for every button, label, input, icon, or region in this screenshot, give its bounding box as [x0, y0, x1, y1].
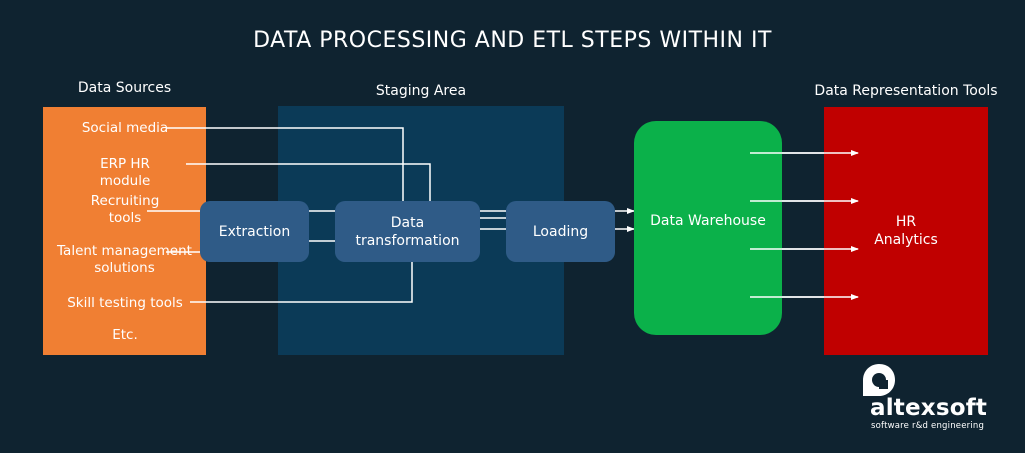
staging-area-label: Staging Area [375, 83, 467, 99]
transformation-step: Data transformation [335, 201, 480, 262]
altexsoft-logo-text: altexsoft [870, 395, 988, 421]
source-skill-testing-tools: Skill testing tools [67, 295, 183, 311]
data-representation-label: Data Representation Tools [814, 83, 998, 99]
hr-analytics-box: HR Analytics [824, 107, 988, 355]
line-skill-testing [190, 262, 413, 303]
altexsoft-tagline: software r&d engineering [871, 421, 985, 431]
diagram-title: DATA PROCESSING AND ETL STEPS WITHIN IT [253, 28, 772, 53]
loading-step: Loading [506, 201, 615, 262]
hr-analytics-label: HR Analytics [874, 214, 938, 248]
transformation-label: Data transformation [355, 214, 460, 249]
data-warehouse-box: Data Warehouse [634, 121, 782, 335]
data-sources-box [43, 107, 206, 355]
altexsoft-logo-icon [863, 364, 895, 396]
loading-label: Loading [532, 223, 589, 240]
extraction-step: Extraction [200, 201, 309, 262]
source-social-media: Social media [81, 120, 169, 136]
source-recruiting-tools: Recruiting tools [90, 193, 160, 226]
extraction-label: Extraction [218, 223, 291, 240]
line-social-media [166, 127, 404, 201]
source-erp-hr-module: ERP HR module [99, 156, 151, 189]
data-warehouse-label: Data Warehouse [650, 213, 766, 229]
source-etc: Etc. [112, 327, 138, 343]
line-erp-hr [186, 163, 431, 201]
source-talent-management: Talent management solutions [57, 243, 192, 276]
data-sources-label: Data Sources [77, 80, 172, 96]
